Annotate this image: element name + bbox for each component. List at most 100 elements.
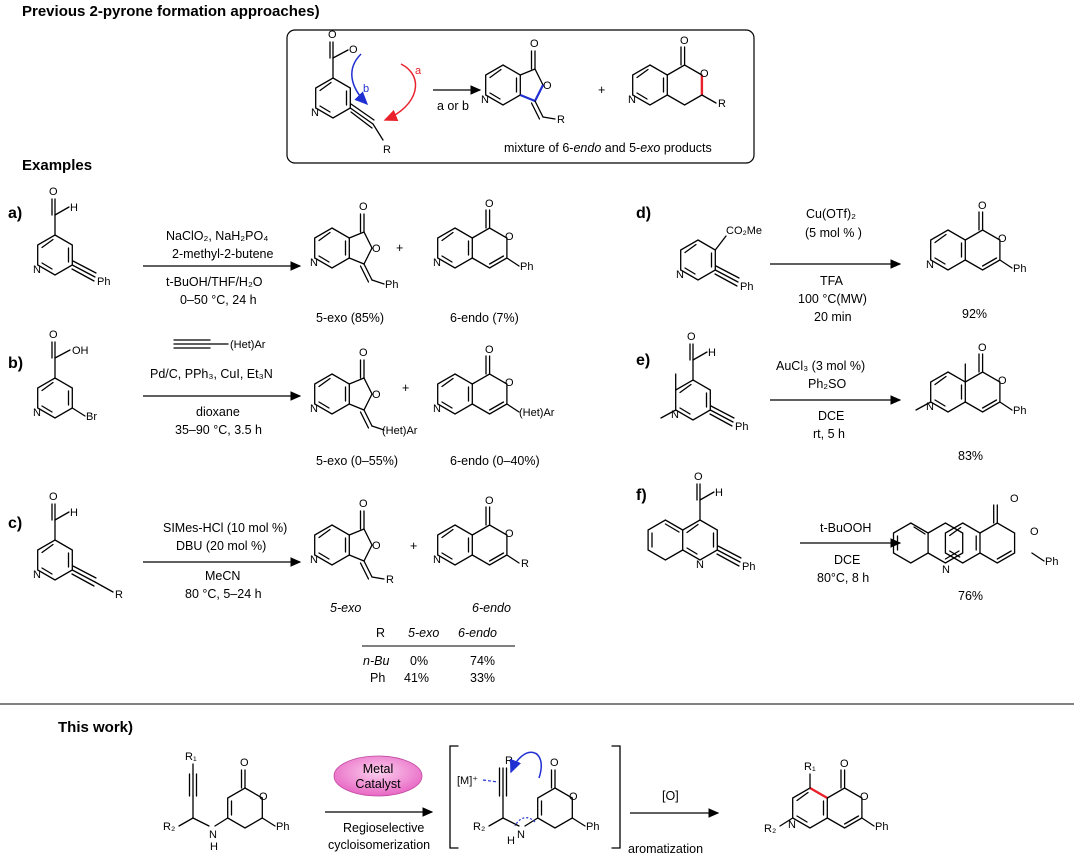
svg-text:20 min: 20 min: [814, 310, 852, 324]
svg-text:R₁: R₁: [185, 751, 197, 763]
example-f-yield: 76%: [958, 589, 983, 603]
svg-text:N: N: [433, 257, 441, 269]
box-exo-product: N O O R: [481, 38, 565, 126]
example-d-substrate: N CO₂Me Ph: [676, 225, 762, 293]
svg-text:N: N: [671, 409, 679, 421]
svg-text:33%: 33%: [470, 671, 495, 685]
svg-text:41%: 41%: [404, 671, 429, 685]
svg-text:O: O: [1030, 526, 1039, 538]
label-e: e): [636, 352, 650, 369]
svg-text:Ph: Ph: [586, 821, 599, 833]
metal-catalyst-badge: Metal Catalyst: [333, 755, 423, 797]
svg-text:H: H: [507, 835, 515, 847]
svg-text:O: O: [485, 198, 494, 210]
example-e-substrate: N O H Ph: [660, 331, 748, 433]
svg-text:N: N: [310, 257, 318, 269]
example-e-yield: 83%: [958, 449, 983, 463]
svg-text:t-BuOOH: t-BuOOH: [820, 521, 871, 535]
svg-text:b: b: [363, 83, 369, 95]
svg-text:O: O: [700, 68, 709, 80]
previous-approach-box: [286, 29, 755, 164]
svg-text:DCE: DCE: [818, 409, 844, 423]
label-b: b): [8, 355, 23, 372]
svg-text:N: N: [926, 401, 934, 413]
svg-text:O: O: [328, 29, 337, 41]
svg-text:O: O: [550, 757, 559, 769]
example-f-product: N O O Ph: [892, 493, 1058, 576]
svg-text:Ph₂SO: Ph₂SO: [808, 377, 846, 391]
example-b-exo-label: 5-exo (0–55%): [316, 454, 398, 468]
svg-text:O: O: [978, 342, 987, 354]
svg-text:O: O: [359, 201, 368, 213]
svg-text:N: N: [33, 569, 41, 581]
svg-text:Catalyst: Catalyst: [355, 777, 401, 791]
svg-text:Ph: Ph: [97, 276, 110, 288]
svg-text:0%: 0%: [410, 654, 428, 668]
oxidation-label: [O]: [662, 789, 679, 803]
svg-text:TFA: TFA: [820, 274, 844, 288]
svg-text:R: R: [386, 574, 394, 586]
svg-text:Metal: Metal: [363, 762, 394, 776]
svg-text:H: H: [70, 202, 78, 214]
svg-text:O: O: [998, 375, 1007, 387]
svg-text:Ph: Ph: [1013, 263, 1026, 275]
svg-text:n-Bu: n-Bu: [363, 654, 389, 668]
svg-text:5-exo: 5-exo: [408, 626, 439, 640]
svg-text:O: O: [372, 243, 381, 255]
label-a: a): [8, 205, 22, 222]
svg-text:+: +: [396, 241, 403, 255]
example-e-product: N O O Ph: [915, 342, 1026, 417]
svg-text:N: N: [433, 403, 441, 415]
example-c-exo-label: 5-exo: [330, 601, 361, 615]
svg-text:74%: 74%: [470, 654, 495, 668]
svg-text:N: N: [942, 564, 950, 576]
svg-text:N: N: [209, 829, 217, 841]
example-a-exo-product: N O O Ph: [310, 201, 398, 291]
svg-text:80°C, 8 h: 80°C, 8 h: [817, 571, 869, 585]
bracket-left: [449, 745, 459, 849]
svg-text:Ph: Ph: [742, 561, 755, 573]
svg-text:R: R: [383, 144, 391, 156]
svg-text:N: N: [311, 107, 319, 119]
svg-text:O: O: [485, 344, 494, 356]
this-work-intermediate: O O Ph N H R₂ R₁ [M]⁺: [457, 751, 599, 847]
svg-text:rt, 5 h: rt, 5 h: [813, 427, 845, 441]
this-work-substrate: O O Ph N H R₂ R₁: [163, 751, 289, 853]
svg-text:N: N: [433, 554, 441, 566]
svg-text:(Het)Ar: (Het)Ar: [230, 339, 266, 351]
label-d: d): [636, 205, 651, 222]
svg-text:Regioselective: Regioselective: [343, 821, 424, 835]
svg-text:O: O: [359, 347, 368, 359]
svg-text:O: O: [569, 791, 578, 803]
svg-text:O: O: [530, 38, 539, 50]
svg-text:O: O: [240, 757, 249, 769]
svg-text:O: O: [680, 35, 689, 47]
example-b-exo-product: N O O (Het)Ar: [310, 347, 418, 437]
example-f-substrate: N O H Ph: [647, 471, 755, 573]
svg-text:0–50 °C, 24 h: 0–50 °C, 24 h: [180, 293, 257, 307]
example-c-exo-product: N O O R: [310, 498, 394, 586]
svg-text:(Het)Ar: (Het)Ar: [382, 425, 418, 437]
bracket-right: [611, 745, 621, 849]
svg-text:O: O: [372, 389, 381, 401]
svg-text:R₁: R₁: [804, 761, 816, 773]
svg-text:Ph: Ph: [735, 421, 748, 433]
example-c-endo-label: 6-endo: [472, 601, 511, 615]
this-work-product: O O Ph R₁ N R₂: [764, 758, 888, 835]
svg-text:N: N: [33, 264, 41, 276]
svg-text:AuCl₃ (3 mol %): AuCl₃ (3 mol %): [776, 359, 865, 373]
svg-text:a: a: [415, 65, 422, 77]
svg-text:35–90 °C, 3.5 h: 35–90 °C, 3.5 h: [175, 423, 262, 437]
svg-text:O: O: [359, 498, 368, 510]
svg-text:N: N: [926, 259, 934, 271]
example-a-endo-product: N O O Ph: [433, 198, 533, 273]
svg-text:dioxane: dioxane: [196, 405, 240, 419]
svg-text:O: O: [505, 231, 514, 243]
box-endo-product: N O O R: [628, 35, 726, 110]
svg-text:Ph: Ph: [276, 821, 289, 833]
svg-text:O: O: [505, 528, 514, 540]
svg-text:O: O: [372, 540, 381, 552]
svg-text:DBU (20 mol %): DBU (20 mol %): [176, 539, 266, 553]
svg-text:R: R: [557, 114, 565, 126]
example-b-substrate: N O OH Br: [33, 329, 97, 423]
